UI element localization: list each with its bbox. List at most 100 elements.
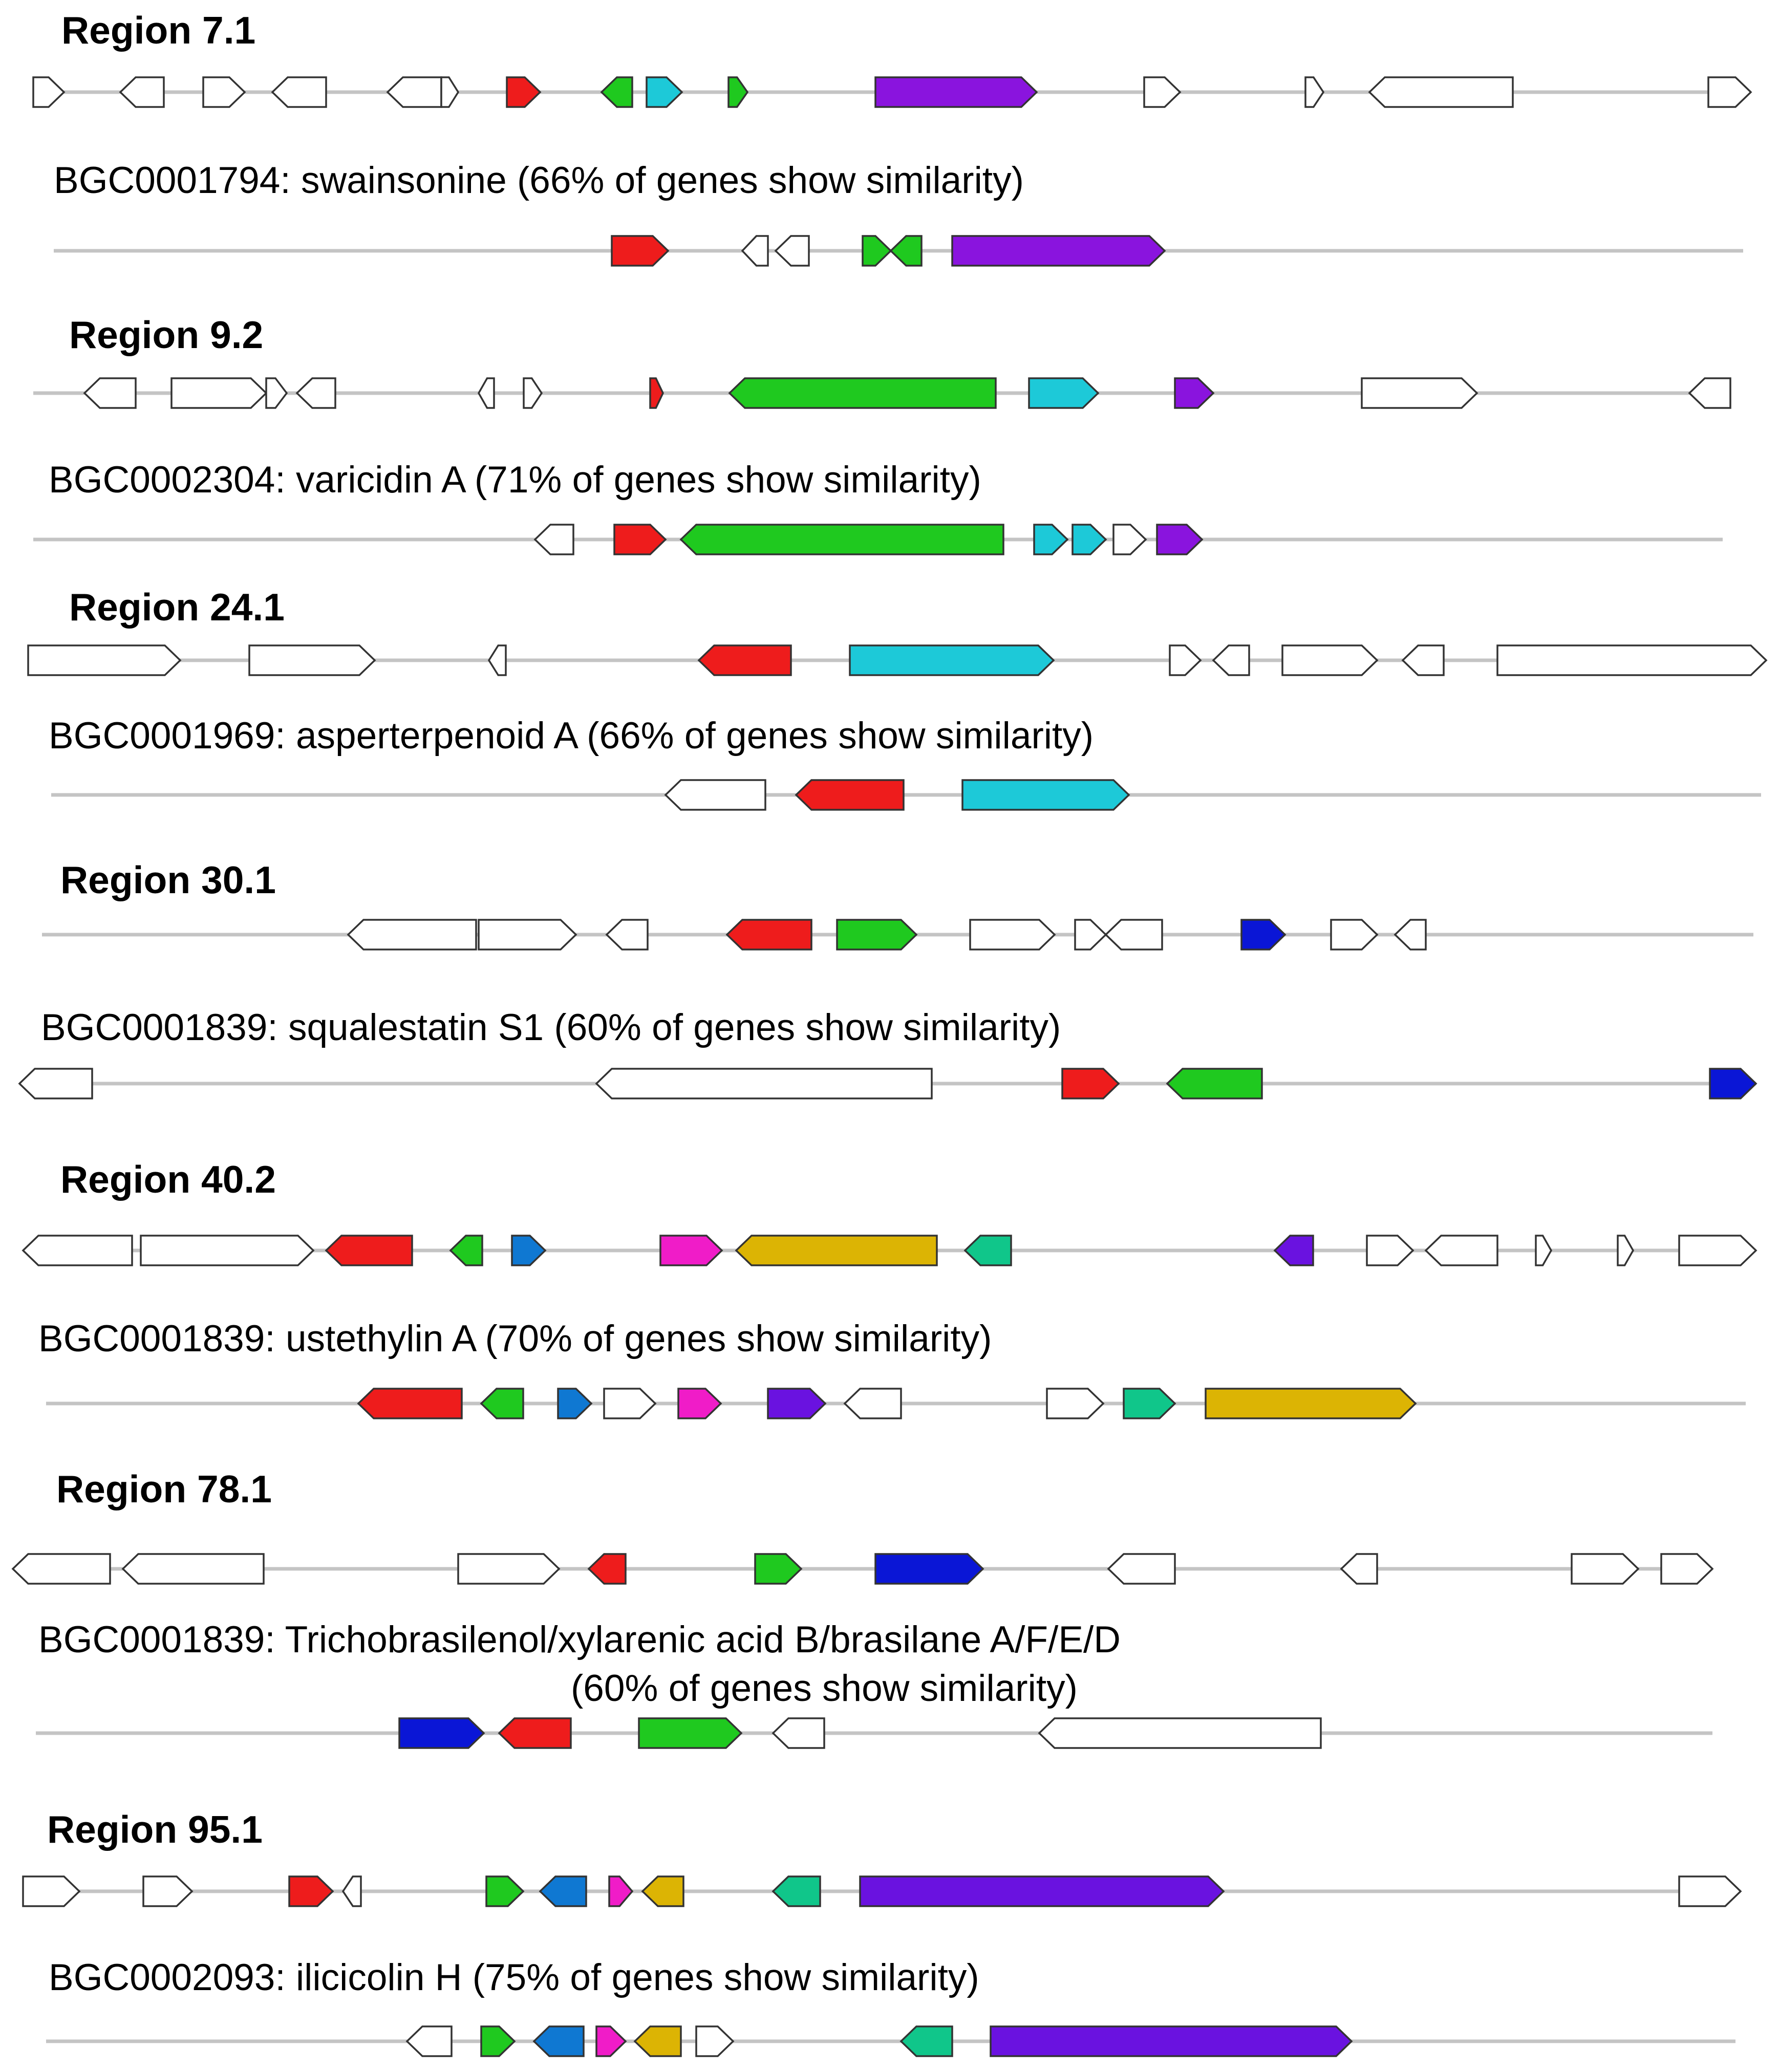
gene-arrow-white: [457, 1553, 561, 1585]
bgc-match-label: BGC0001839: ustethylin A (70% of genes s…: [38, 1318, 992, 1359]
gene-arrow-cyan: [849, 644, 1055, 676]
gene-arrow-white: [477, 377, 495, 409]
gene-arrow-violet: [990, 2025, 1353, 2057]
gene-arrow-green: [754, 1553, 803, 1585]
gene-arrow-red: [795, 779, 905, 811]
track-region-30-1: Region 30.1: [42, 858, 1753, 951]
gene-arrow-blue: [1240, 919, 1287, 951]
gene-arrow-teal: [899, 2025, 953, 2057]
gene-arrow-purple: [951, 235, 1166, 267]
gene-arrow-white: [523, 377, 543, 409]
bgc-match-label: BGC0002093: ilicicolin H (75% of genes s…: [49, 1957, 979, 1998]
gene-arrow-white: [1340, 1553, 1378, 1585]
gene-arrow-white: [405, 2025, 453, 2057]
gene-arrow-green: [679, 524, 1004, 555]
gene-arrow-green: [1166, 1068, 1263, 1099]
gene-arrow-white: [603, 1388, 657, 1419]
gene-arrow-white: [1496, 644, 1768, 676]
gene-arrow-green: [889, 235, 923, 267]
track-region-95-1: Region 95.1: [22, 1808, 1742, 1907]
gene-arrow-white: [969, 919, 1056, 951]
gene-arrow-purple: [874, 76, 1038, 108]
gene-arrow-magenta: [659, 1235, 723, 1266]
gene-arrow-white: [1104, 919, 1163, 951]
track-region-24-1: Region 24.1: [27, 586, 1768, 676]
gene-arrow-white: [1688, 377, 1731, 409]
gene-arrow-white: [1571, 1553, 1640, 1585]
gene-arrow-gold: [1205, 1388, 1417, 1419]
gene-arrow-red: [288, 1875, 334, 1907]
gene-arrow-green: [480, 2025, 516, 2057]
gene-arrow-white: [1361, 377, 1478, 409]
bgc-match-label: BGC0001839: squalestatin S1 (60% of gene…: [41, 1007, 1061, 1048]
gene-arrow-white: [1304, 76, 1325, 108]
gene-arrow-cyan: [1071, 524, 1107, 555]
track-bgc-varicidin: BGC0002304: varicidin A (71% of genes sh…: [33, 459, 1723, 555]
gene-arrow-green: [836, 919, 918, 951]
gene-arrow-white: [1424, 1235, 1498, 1266]
gene-arrow-azure: [539, 1875, 587, 1907]
gene-arrow-white: [1112, 524, 1147, 555]
track-bgc-asperterpenoid: BGC0001969: asperterpenoid A (66% of gen…: [49, 715, 1761, 811]
gene-arrow-white: [1074, 919, 1107, 951]
gene-arrow-white: [1046, 1388, 1105, 1419]
gene-arrow-white: [1330, 919, 1379, 951]
track-bgc-ilicicolin: BGC0002093: ilicicolin H (75% of genes s…: [46, 1957, 1735, 2057]
region-label: Region 95.1: [47, 1808, 263, 1851]
gene-arrow-white: [347, 919, 477, 951]
track-bgc-swainsonine: BGC0001794: swainsonine (66% of genes sh…: [54, 160, 1743, 267]
track-region-78-1: Region 78.1: [11, 1467, 1714, 1585]
bgc-match-label: BGC0001794: swainsonine (66% of genes sh…: [54, 160, 1024, 201]
gene-arrow-red: [613, 524, 667, 555]
gene-arrow-white: [1401, 644, 1445, 676]
gene-arrow-teal: [771, 1875, 821, 1907]
gene-arrow-white: [271, 76, 327, 108]
gene-arrow-cyan: [961, 779, 1130, 811]
gene-arrow-green: [638, 1717, 743, 1749]
gene-arrow-violet: [1273, 1235, 1314, 1266]
gene-arrow-white: [170, 377, 268, 409]
track-bgc-trichobrasilenol: BGC0001839: Trichobrasilenol/xylarenic a…: [36, 1619, 1712, 1749]
gene-arrow-white: [478, 919, 577, 951]
gene-arrow-white: [1107, 1553, 1176, 1585]
region-label: Region 78.1: [56, 1467, 272, 1510]
gene-arrow-blue: [398, 1717, 485, 1749]
gene-arrow-white: [121, 1553, 265, 1585]
gene-arrow-white: [1038, 1717, 1322, 1749]
gene-arrow-white: [1617, 1235, 1635, 1266]
gene-arrow-gold: [735, 1235, 938, 1266]
gene-arrow-white: [695, 2025, 735, 2057]
gene-arrow-white: [1169, 644, 1202, 676]
gene-arrow-azure: [557, 1388, 593, 1419]
gene-arrow-white: [140, 1235, 315, 1266]
gene-arrow-magenta: [608, 1875, 634, 1907]
gene-arrow-white: [18, 1068, 93, 1099]
gene-arrow-red: [498, 1717, 572, 1749]
gene-arrow-blue: [874, 1553, 984, 1585]
gene-arrow-white: [1678, 1235, 1757, 1266]
gene-arrow-green: [600, 76, 633, 108]
gene-arrow-white: [1678, 1875, 1742, 1907]
gene-arrow-white: [771, 1717, 825, 1749]
gene-arrow-green: [449, 1235, 483, 1266]
gene-arrow-white: [605, 919, 649, 951]
gene-arrow-white: [265, 377, 288, 409]
bgc-similarity-label: (60% of genes show similarity): [571, 1668, 1078, 1709]
gene-arrow-white: [774, 235, 810, 267]
track-region-9-2: Region 9.2: [33, 313, 1731, 409]
track-region-7-1: Region 7.1: [32, 9, 1752, 108]
gene-arrow-red: [611, 235, 670, 267]
gene-arrow-white: [11, 1553, 111, 1585]
track-bgc-ustethylin: BGC0001839: ustethylin A (70% of genes s…: [38, 1318, 1746, 1419]
gene-arrow-white: [295, 377, 336, 409]
gene-arrow-green: [480, 1388, 524, 1419]
gene-arrow-white: [664, 779, 766, 811]
gene-arrow-white: [595, 1068, 933, 1099]
gene-arrow-red: [325, 1235, 413, 1266]
track-region-40-2: Region 40.2: [22, 1158, 1757, 1266]
gene-arrow-white: [1143, 76, 1182, 108]
gene-arrow-white: [1660, 1553, 1714, 1585]
gene-arrow-white: [440, 76, 460, 108]
gene-arrow-white: [1212, 644, 1250, 676]
